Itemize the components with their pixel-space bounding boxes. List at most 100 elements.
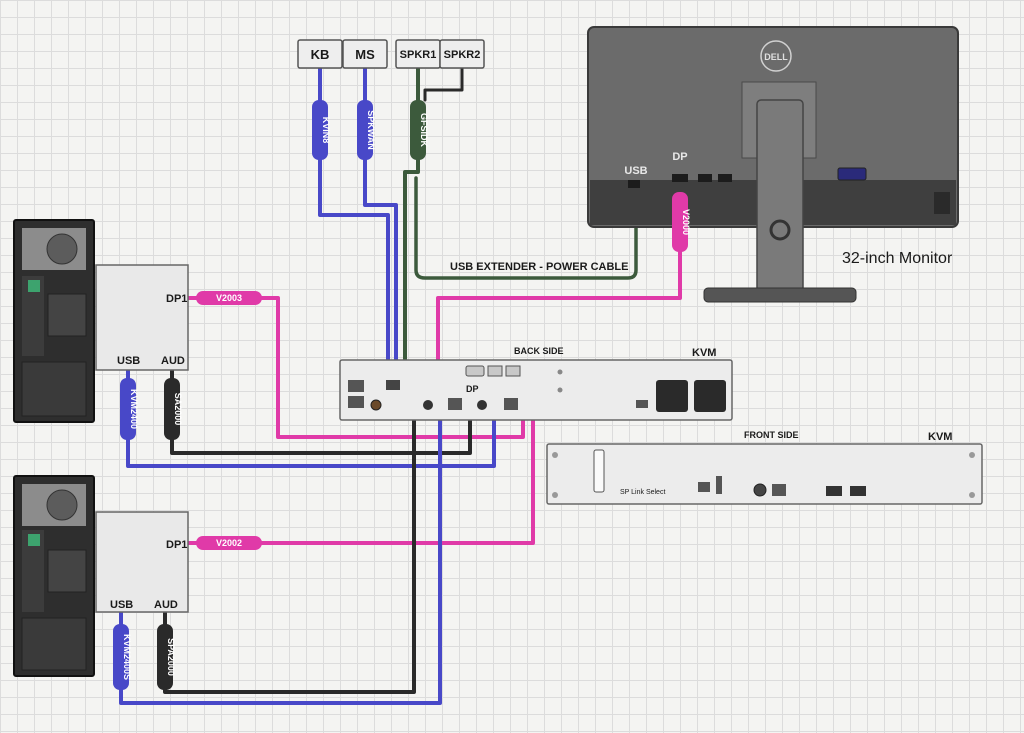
spkr2-label: SPKR2 — [444, 49, 481, 61]
monitor-port-3 — [718, 174, 732, 182]
pc2-dp-cable — [186, 376, 535, 545]
kvm-power-switch — [636, 400, 648, 408]
monitor: DELL USB DP 32-inch Monitor — [587, 26, 959, 303]
kvm-back-port-9 — [448, 398, 462, 410]
spkr1-label: SPKR1 — [400, 49, 437, 61]
kvm-back-port-4 — [386, 380, 400, 390]
kvm-back-port-11 — [504, 398, 518, 410]
monitor-vent — [934, 192, 950, 214]
pc2-dp-cable-tag-text: V2002 — [216, 538, 242, 548]
kvm-front-screw-3 — [969, 452, 975, 458]
kvm-power-inlet-2 — [694, 380, 726, 412]
pc2: DP1 USB AUD — [13, 475, 189, 677]
monitor-vga-port — [837, 167, 867, 181]
kvm-back-port-7 — [505, 365, 521, 377]
kb-cable-tag — [312, 100, 328, 160]
monitor-stand-base — [703, 287, 857, 303]
pc1: DP1 USB AUD — [13, 219, 189, 423]
pc1-dp-cable-tag — [196, 291, 262, 305]
spkr-cable-tag-text: GFSIDK — [419, 113, 429, 148]
monitor-title: 32-inch Monitor — [842, 250, 953, 267]
kvm-back-screw-2 — [557, 387, 563, 393]
kvm-back: BACK SIDE KVM DP — [339, 346, 733, 421]
kvm-back-port-8 — [423, 400, 433, 410]
kvm-back-port-1 — [348, 380, 364, 392]
monitor-dp-cable-tag-text: V2000 — [681, 209, 691, 235]
pc2-dp-cable-tag — [196, 536, 262, 550]
peripherals: KB MS SPKR1 SPKR2 — [297, 39, 485, 69]
kvm-front-port-6 — [850, 486, 866, 496]
usb-extender-cable — [414, 176, 638, 280]
kvm-front-chassis — [546, 443, 983, 505]
kb-box — [297, 39, 343, 69]
peripheral-cable-tags: KVIN8 SPKWAN GFSIDK — [312, 100, 429, 160]
spkr2-box — [439, 39, 485, 69]
kvm-back-name: KVM — [692, 347, 716, 359]
pc1-slots — [21, 361, 87, 417]
pc2-slots — [21, 617, 87, 671]
pc2-usb-cable-tag-text: KVM2400S — [122, 634, 132, 680]
kvm-front-screw-1 — [552, 452, 558, 458]
monitor-port-2 — [698, 174, 712, 182]
kvm-power-inlet-1 — [656, 380, 688, 412]
ms-label: MS — [355, 47, 375, 62]
kvm-back-port-6 — [487, 365, 503, 377]
kb-cable — [318, 66, 390, 387]
kvm-back-dp-label: DP — [466, 384, 479, 394]
kvm-front-port-2 — [716, 476, 722, 494]
pc2-dp-label: DP1 — [166, 539, 187, 551]
pc2-aud-cable-tag-text: SPA2000 — [166, 638, 176, 676]
kvm-front-port-5 — [826, 486, 842, 496]
kvm-back-port-2 — [348, 396, 364, 408]
monitor-dp-port — [672, 174, 688, 182]
kvm-back-port-10 — [477, 400, 487, 410]
monitor-stand-neck — [756, 99, 804, 293]
pc2-io-green — [28, 534, 40, 546]
kb-label: KB — [311, 47, 330, 62]
kvm-front-port-1 — [698, 482, 710, 492]
monitor-dp-label: DP — [672, 151, 687, 163]
kvm-back-port-5 — [465, 365, 485, 377]
ms-cable-tag-text: SPKWAN — [366, 110, 376, 150]
pc1-aud-label: AUD — [161, 355, 185, 367]
ms-box — [342, 39, 388, 69]
pc1-usb-label: USB — [117, 355, 140, 367]
pc1-usb-cable-tag — [120, 378, 136, 440]
pc1-aud-cable-tag — [164, 378, 180, 440]
pc1-rear-fan — [47, 293, 87, 337]
pc2-aud-label: AUD — [154, 599, 178, 611]
kvm-back-side-label: BACK SIDE — [514, 346, 564, 356]
kvm-front-screw-2 — [552, 492, 558, 498]
kvm-front-panel-text: SP Link Select — [620, 489, 665, 496]
pc1-dp-cable-tag-text: V2003 — [216, 293, 242, 303]
pc2-usb-cable-tag — [113, 624, 129, 690]
pc2-aud-cable-tag — [157, 624, 173, 690]
kvm-back-port-3 — [370, 399, 382, 411]
pc1-io-green — [28, 280, 40, 292]
stand-cable-hole — [769, 219, 791, 241]
pc1-usb-cable-tag-text: KVM2400 — [129, 389, 139, 429]
monitor-usb-port — [628, 180, 640, 188]
pc1-aud-cable-tag-text: SA2000 — [173, 393, 183, 426]
pc1-dp-label: DP1 — [166, 293, 187, 305]
pc2-io-panel — [22, 530, 44, 612]
spkr-cable-tag — [410, 100, 426, 160]
spkr2-cable — [423, 66, 464, 102]
pc2-adapter-box — [95, 511, 189, 613]
kvm-front-name: KVM — [928, 431, 952, 443]
monitor-usb-label: USB — [624, 165, 647, 177]
pc1-psu-fan — [46, 233, 78, 265]
kvm-front-handle — [593, 449, 605, 493]
pc2-psu-fan — [46, 489, 78, 521]
monitor-dp-cable-tag — [672, 192, 688, 252]
ms-cable-tag — [357, 100, 373, 160]
kvm-front-screw-4 — [969, 492, 975, 498]
dell-logo — [760, 40, 792, 72]
kvm-back-screw-1 — [557, 369, 563, 375]
kvm-front-port-4 — [772, 484, 786, 496]
dell-logo-text: DELL — [764, 52, 788, 62]
pc1-adapter-box — [95, 264, 189, 371]
kb-cable-tag-text: KVIN8 — [321, 117, 331, 144]
kvm-front: FRONT SIDE KVM SP Link Select — [546, 430, 983, 505]
